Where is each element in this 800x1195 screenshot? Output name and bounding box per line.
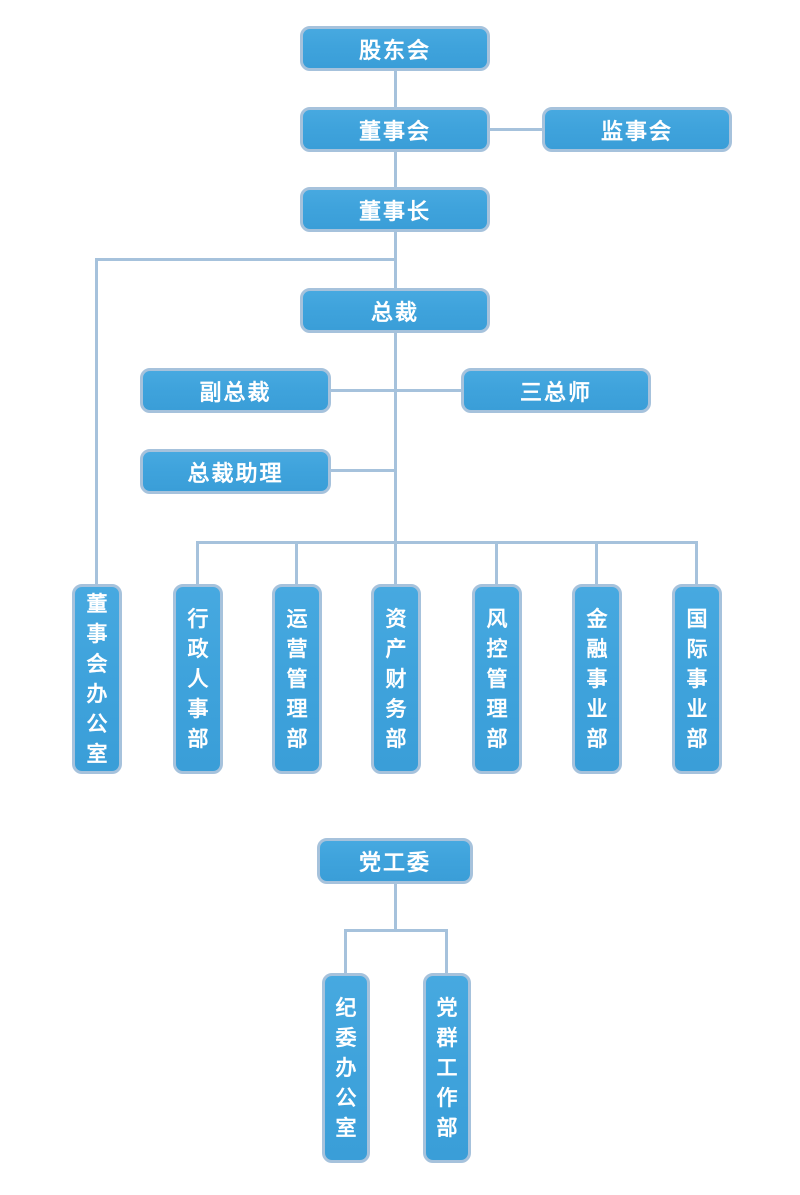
- node-admin-hr-dept: 行政人事部: [173, 584, 223, 774]
- node-label: 监事会: [600, 119, 673, 145]
- node-label: 党群工作部: [436, 996, 458, 1140]
- node-board-office: 董事会办公室: [72, 584, 122, 774]
- connector-vicepresident-chiefs: [331, 389, 461, 392]
- connector-stub-party-mass: [445, 929, 448, 973]
- node-label: 副总裁: [199, 380, 272, 406]
- node-label: 国际事业部: [686, 607, 708, 751]
- connector-branch-left-vertical: [95, 258, 98, 584]
- connector-stub-international: [695, 541, 698, 584]
- connector-stub-admin-hr: [196, 541, 199, 584]
- node-president: 总裁: [300, 288, 490, 333]
- node-chairman: 董事长: [300, 187, 490, 232]
- connector-board-chairman: [394, 152, 397, 187]
- connector-party-vertical: [394, 884, 397, 932]
- node-label: 纪委办公室: [335, 996, 357, 1140]
- node-label: 金融事业部: [586, 607, 608, 751]
- node-discipline-committee-office: 纪委办公室: [322, 973, 370, 1163]
- connector-president-trunk: [394, 333, 397, 584]
- node-label: 行政人事部: [187, 607, 209, 751]
- node-international-business-dept: 国际事业部: [672, 584, 722, 774]
- node-board-of-directors: 董事会: [300, 107, 490, 152]
- connector-stub-asset-finance: [394, 541, 397, 584]
- node-shareholders-meeting: 股东会: [300, 26, 490, 71]
- node-supervisory-board: 监事会: [542, 107, 732, 152]
- node-label: 资产财务部: [385, 607, 407, 751]
- node-label: 股东会: [358, 38, 431, 64]
- node-label: 总裁助理: [187, 461, 284, 487]
- connector-assistant-trunk: [331, 469, 397, 472]
- node-label: 三总师: [519, 380, 592, 406]
- node-label: 风控管理部: [486, 607, 508, 751]
- connector-stub-operations: [295, 541, 298, 584]
- connector-stub-risk-control: [495, 541, 498, 584]
- node-operations-dept: 运营管理部: [272, 584, 322, 774]
- connector-board-supervisory: [490, 128, 542, 131]
- node-label: 运营管理部: [286, 607, 308, 751]
- node-vice-president: 副总裁: [140, 368, 331, 413]
- node-asset-finance-dept: 资产财务部: [371, 584, 421, 774]
- node-label: 董事会办公室: [86, 592, 108, 766]
- connector-shareholders-board: [394, 71, 397, 107]
- connector-branch-left-horizontal: [95, 258, 397, 261]
- node-label: 董事会: [358, 119, 431, 145]
- connector-departments-bus: [196, 541, 698, 544]
- connector-stub-discipline: [344, 929, 347, 973]
- node-label: 总裁: [370, 300, 419, 326]
- connector-stub-financial: [595, 541, 598, 584]
- node-risk-control-dept: 风控管理部: [472, 584, 522, 774]
- node-president-assistant: 总裁助理: [140, 449, 331, 494]
- connector-party-bus: [344, 929, 448, 932]
- node-label: 董事长: [358, 199, 431, 225]
- node-party-work-committee: 党工委: [317, 838, 473, 884]
- node-financial-business-dept: 金融事业部: [572, 584, 622, 774]
- node-label: 党工委: [358, 851, 431, 876]
- node-party-mass-work-dept: 党群工作部: [423, 973, 471, 1163]
- node-three-chief-engineers: 三总师: [461, 368, 651, 413]
